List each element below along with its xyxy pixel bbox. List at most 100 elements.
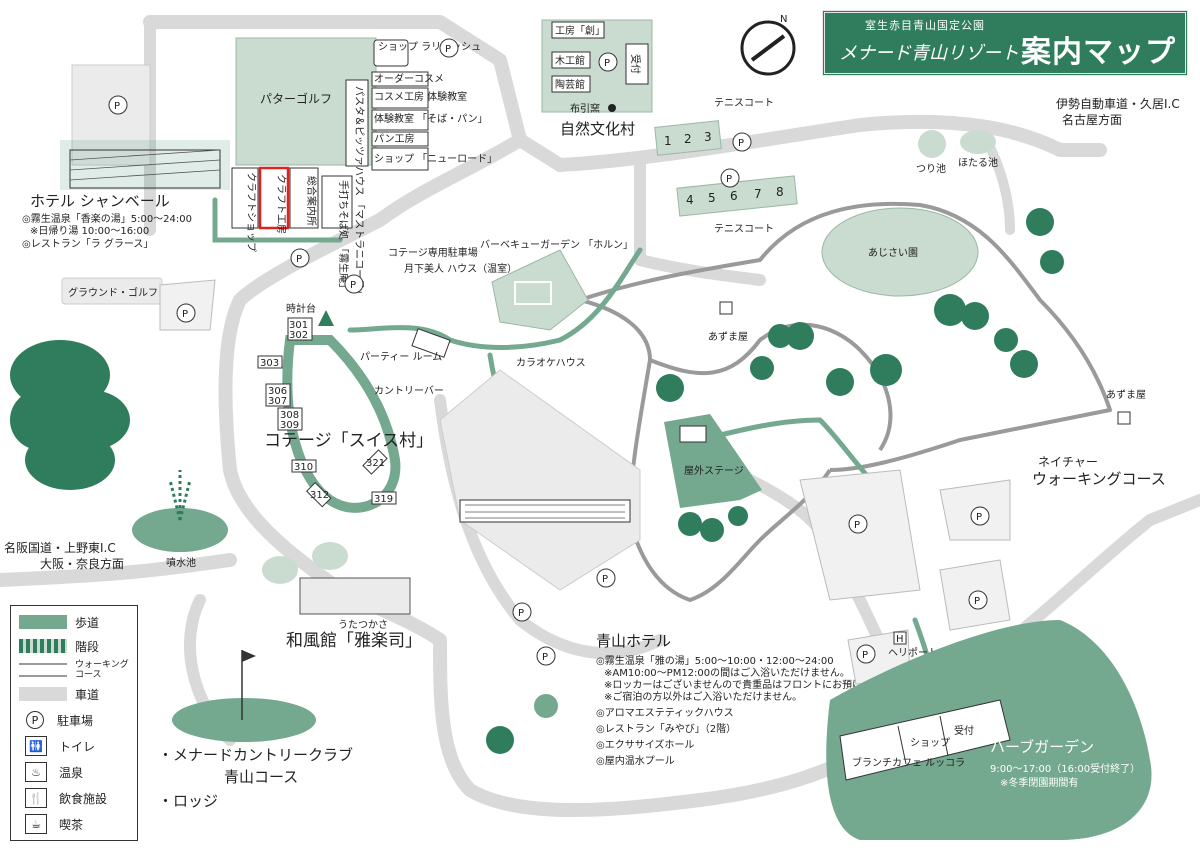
herb-garden-label: ハーブガーデン bbox=[990, 738, 1094, 756]
cottage-319: 319 bbox=[374, 494, 393, 505]
aoyama-hotel-building bbox=[439, 369, 641, 591]
tennis-court-label-1: テニスコート bbox=[714, 98, 774, 109]
soba-dokoro-label: 手打ちそば処 「霧生庵」 bbox=[337, 180, 350, 293]
legend-restaurant-label: 飲食施設 bbox=[59, 791, 108, 806]
country-club-label-2: 青山コース bbox=[224, 768, 298, 786]
aoyama-note3: ※ロッカーはございませんので貴重品はフロントにお預けください。 bbox=[604, 678, 912, 691]
gekka-bijin-label: 月下美人 ハウス（温室） bbox=[404, 262, 517, 275]
legend-toilet-label: トイレ bbox=[59, 739, 96, 754]
shop-new-road-label: ショップ 「ニューロード」 bbox=[374, 153, 497, 165]
wafukan-label: 和風館「雅楽司」 bbox=[286, 631, 422, 651]
sogo-annai-label: 総合案内所 bbox=[305, 176, 318, 226]
mokkokan-label: 木工館 bbox=[555, 54, 585, 67]
stairs-swatch bbox=[19, 639, 67, 653]
funsui-pond: 噴水池 bbox=[132, 470, 228, 569]
taiken-soba-label: 体験教室 「そば・パン」 bbox=[374, 112, 488, 125]
craft-shop-label: クラフトショップ bbox=[245, 172, 257, 252]
parking-5: P bbox=[350, 280, 356, 291]
shop-rayusshu-label: ショップ ラリュッシュ bbox=[378, 41, 481, 53]
country-club-label: ・メナードカントリークラブ bbox=[158, 746, 353, 764]
hotel-chambre-note3: ◎レストラン「ラ グラース」 bbox=[22, 237, 153, 250]
cosme-kobo-label: コスメ工房 体験教室 bbox=[374, 90, 467, 103]
shop-cluster bbox=[231, 39, 429, 230]
cottage-301: 301 bbox=[289, 320, 308, 331]
cottage-swiss-label: コテージ「スイス村」 bbox=[264, 431, 433, 451]
aoyama-hotel-label: 青山ホテル bbox=[596, 632, 671, 650]
uketsuke-village: 受付 bbox=[629, 54, 642, 74]
exit-east-label: 伊勢自動車道・久居I.C bbox=[1056, 96, 1180, 111]
parking-2: P bbox=[114, 101, 120, 112]
herb-uketsuke-label: 受付 bbox=[954, 724, 974, 737]
cottage-loop bbox=[282, 335, 401, 513]
cottage-307: 307 bbox=[268, 396, 287, 407]
shop-cluster-labels: ショップ ラリュッシュ オーダーコスメ コスメ工房 体験教室 体験教室 「そば・… bbox=[245, 41, 497, 299]
aoyama-note6: ◎レストラン「みやび」（2階） bbox=[596, 723, 736, 735]
ground-golf-label: グラウンド・ゴルフ bbox=[68, 286, 158, 299]
putter-golf-label: パターゴルフ bbox=[260, 91, 332, 106]
pasta-pizza-label: パスタ＆ピッツァハウス 「マストラニコーラ」 bbox=[353, 86, 365, 299]
aoyama-note5: ◎アロマエステティックハウス bbox=[596, 707, 734, 719]
cottage-parking-label: コテージ専用駐車場 bbox=[388, 246, 478, 259]
herb-shop-label: ショップ bbox=[910, 737, 950, 749]
nature-walking-label: ウォーキングコース bbox=[1032, 470, 1166, 488]
herb-garden: ブランチカフェ ルッコラ ショップ 受付 ハーブガーデン 9:00～17:00（… bbox=[826, 620, 1152, 840]
cafe-icon: ☕ bbox=[25, 814, 47, 834]
parking-10: P bbox=[542, 652, 548, 663]
tennis-1: 1 bbox=[664, 134, 672, 148]
tougeikan-label: 陶芸館 bbox=[555, 78, 585, 91]
exit-west-label-2: 大阪・奈良方面 bbox=[40, 556, 124, 571]
legend-walking-course-label: ウォーキングコース bbox=[75, 660, 129, 680]
parking-lots bbox=[159, 279, 1011, 685]
ground-golf: グラウンド・ゴルフ bbox=[61, 277, 163, 305]
hot-spring-icon: ♨ bbox=[25, 762, 47, 782]
legend-hot-spring-label: 温泉 bbox=[59, 765, 84, 780]
cottage-321: 321 bbox=[366, 458, 385, 469]
tennis-6: 6 bbox=[730, 189, 738, 203]
cottage-310: 310 bbox=[294, 462, 313, 473]
restaurant-icon: 🍴 bbox=[25, 788, 47, 808]
title-main: 案内マップ bbox=[1021, 35, 1176, 70]
hotel-chambre-area: ホテル シャンベール ◎霧生温泉「香楽の湯」5:00～24:00 ※日帰り湯 1… bbox=[22, 64, 230, 250]
parking-icon: P bbox=[25, 711, 45, 729]
legend-cafe-label: 喫茶 bbox=[59, 817, 84, 832]
legend-hot-spring: ♨ 温泉 bbox=[19, 762, 83, 782]
parking-14: P bbox=[862, 650, 868, 661]
aoyama-hotel-info: 青山ホテル ◎霧生温泉「雅の湯」5:00～10:00・12:00～24:00 ※… bbox=[596, 632, 912, 767]
ajisai-garden: あじさい園 bbox=[821, 207, 979, 297]
legend-parking-label: 駐車場 bbox=[57, 713, 94, 728]
legend-parking: P 駐車場 bbox=[19, 710, 93, 730]
cottage-309: 309 bbox=[280, 420, 299, 431]
clock-tower-label: 時計台 bbox=[286, 302, 316, 315]
ponds: つり池 ほたる池 bbox=[916, 130, 998, 175]
cottage-308: 308 bbox=[280, 410, 299, 421]
hotaru-ike-label: ほたる池 bbox=[958, 156, 998, 169]
map-legend: 歩道 階段 ウォーキングコース 車道 P 駐車場 🚻 トイレ ♨ 温泉 🍴 飲食… bbox=[10, 605, 138, 841]
tree-cluster-left bbox=[10, 340, 130, 490]
trees bbox=[486, 208, 1064, 754]
parking-7: P bbox=[726, 174, 732, 185]
shizen-bunka-label: 自然文化村 bbox=[560, 120, 635, 138]
parking-12: P bbox=[976, 512, 982, 523]
legend-road-label: 車道 bbox=[75, 687, 100, 702]
legend-restaurant: 🍴 飲食施設 bbox=[19, 788, 107, 808]
tennis-courts-lower: 4 5 6 7 8 テニスコート bbox=[676, 175, 798, 235]
tennis-courts-upper: 1 2 3 テニスコート bbox=[654, 98, 774, 156]
azumaya-2-label: あずま屋 bbox=[1106, 389, 1146, 401]
heliport-mark: H bbox=[896, 634, 904, 645]
pan-kobo-label: パン工房 bbox=[374, 132, 415, 145]
parking-8: P bbox=[602, 574, 608, 585]
aoyama-note7: ◎エクササイズホール bbox=[596, 738, 694, 751]
parking-13: P bbox=[974, 596, 980, 607]
hotel-chambre-note1: ◎霧生温泉「香楽の湯」5:00～24:00 bbox=[22, 212, 192, 225]
legend-cafe: ☕ 喫茶 bbox=[19, 814, 83, 834]
outdoor-stage: 屋外ステージ bbox=[664, 414, 762, 508]
craft-kobo-label: クラフト工房 bbox=[275, 174, 288, 234]
shizen-parking: P bbox=[604, 58, 610, 69]
walkway-swatch bbox=[19, 615, 67, 629]
tennis-8: 8 bbox=[776, 185, 784, 199]
title-banner: 室生赤目青山国定公園 メナード青山リゾート 案内マップ bbox=[822, 10, 1188, 76]
azumaya: あずま屋 あずま屋 bbox=[708, 301, 1146, 425]
shizen-bunka-village: P 工房「創」 木工館 陶芸館 受付 布引窯 自然文化村 bbox=[541, 19, 653, 138]
parking-4: P bbox=[182, 309, 188, 320]
